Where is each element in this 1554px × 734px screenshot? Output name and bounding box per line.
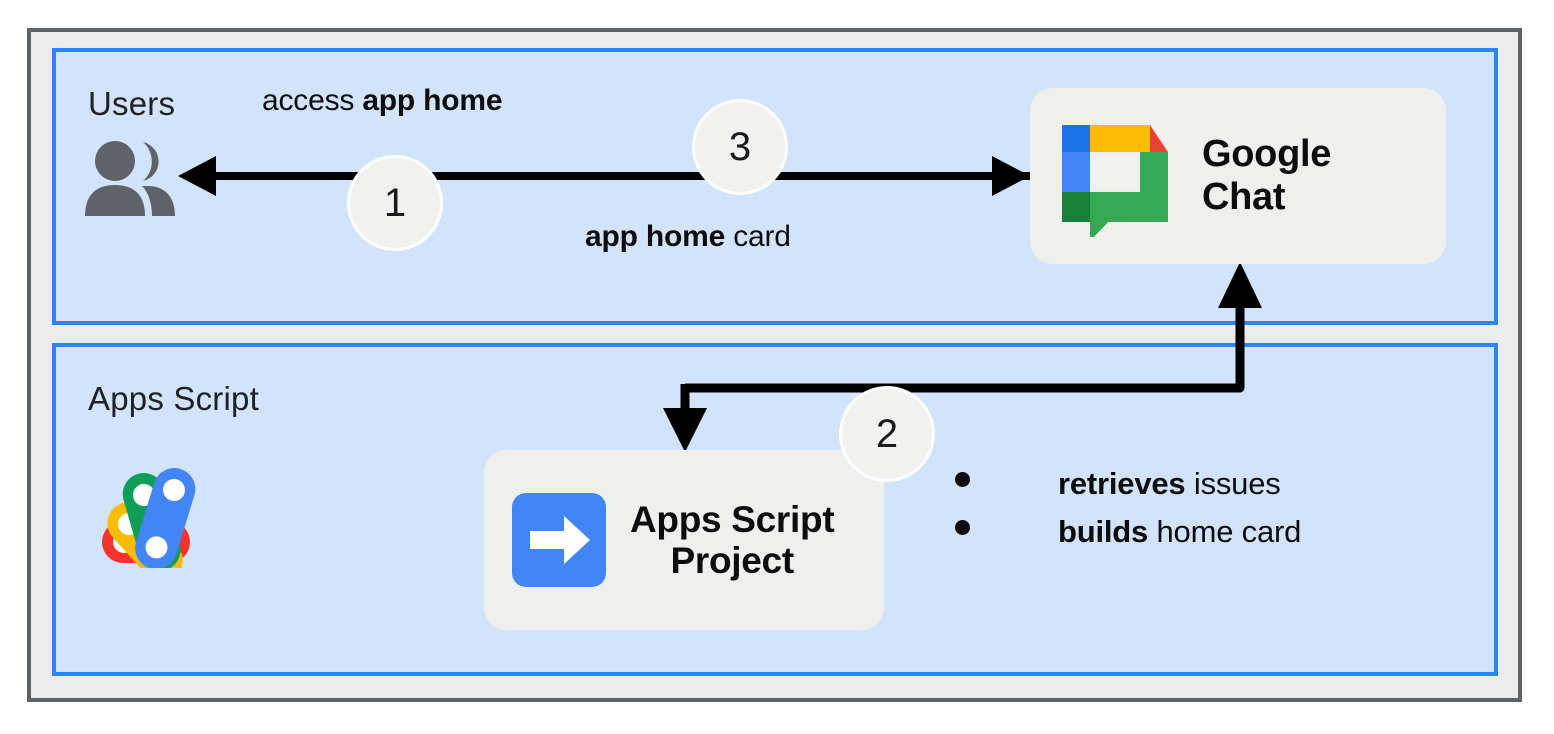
apps-script-project-card[interactable]: Apps Script Project bbox=[484, 450, 884, 630]
list-item: retrieves issues bbox=[955, 466, 1425, 502]
label-card-bold: app home bbox=[585, 220, 726, 253]
bullet-text-0: retrieves issues bbox=[1058, 466, 1281, 502]
apps-script-actions-list: retrieves issues builds home card bbox=[955, 466, 1425, 562]
bullet-plain-0: issues bbox=[1185, 466, 1281, 501]
label-access-app-home: access app home bbox=[262, 84, 503, 118]
step-circle-3: 3 bbox=[692, 99, 788, 195]
google-chat-card[interactable]: Google Chat bbox=[1030, 88, 1446, 264]
panel-apps-script-label: Apps Script bbox=[88, 380, 259, 417]
google-chat-icon bbox=[1054, 115, 1176, 241]
bullet-bold-0: retrieves bbox=[1058, 466, 1186, 501]
apps-script-logo-icon bbox=[82, 448, 222, 582]
bullet-plain-1: home card bbox=[1148, 514, 1302, 549]
bullet-bold-1: builds bbox=[1058, 514, 1149, 549]
bullet-dot-icon bbox=[955, 472, 970, 487]
people-icon bbox=[80, 140, 180, 220]
apps-script-project-title-line2: Project bbox=[670, 540, 795, 581]
step-circle-1: 1 bbox=[347, 155, 443, 251]
label-access-bold: app home bbox=[362, 84, 503, 117]
label-app-home-card: app home card bbox=[585, 220, 791, 254]
google-chat-title: Google Chat bbox=[1202, 133, 1331, 218]
apps-script-project-title-line1: Apps Script bbox=[630, 498, 835, 540]
apps-script-project-title: Apps Script Project bbox=[630, 498, 835, 582]
google-chat-title-line1: Google bbox=[1202, 133, 1332, 176]
list-item: builds home card bbox=[955, 514, 1425, 550]
bullet-text-1: builds home card bbox=[1058, 514, 1301, 550]
apps-script-project-icon bbox=[512, 493, 606, 587]
step-circle-2: 2 bbox=[839, 386, 935, 482]
bullet-dot-icon bbox=[955, 520, 970, 535]
google-chat-title-line2: Chat bbox=[1202, 176, 1286, 218]
label-card-plain: card bbox=[725, 220, 791, 253]
label-access-plain: access bbox=[262, 84, 363, 117]
panel-users-label: Users bbox=[88, 85, 176, 122]
